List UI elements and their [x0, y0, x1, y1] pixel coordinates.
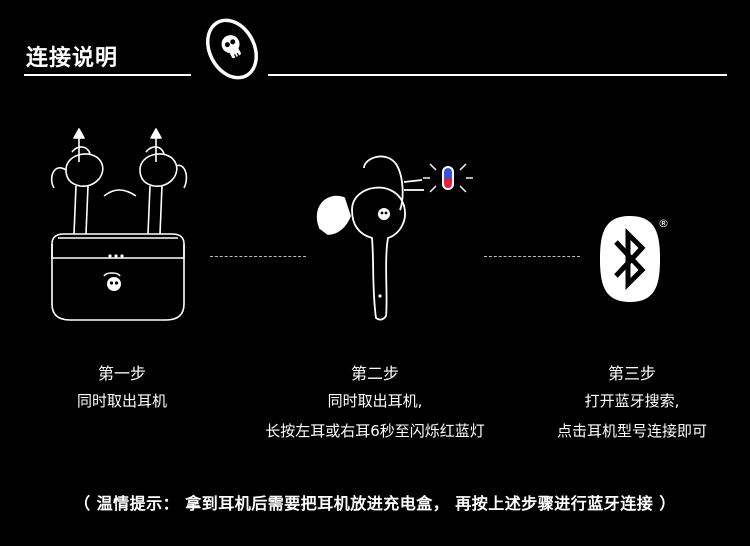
step-1-title: 第一步	[97, 364, 146, 383]
header-divider-right	[268, 74, 727, 76]
tip-text: （ 温情提示： 拿到耳机后需要把耳机放进充电盒， 再按上述步骤进行蓝牙连接 ）	[74, 494, 676, 513]
registered-mark: ®	[658, 217, 669, 230]
step-2-line-2: 长按左耳或右耳6秒至闪烁红蓝灯	[265, 422, 485, 440]
step-3-line-1: 打开蓝牙搜索,	[584, 392, 680, 410]
step-3-line-2: 点击耳机型号连接即可	[556, 422, 707, 440]
step-connector-2	[484, 256, 580, 257]
step-1-line-1: 同时取出耳机	[76, 392, 167, 410]
earbud-led-illustration	[316, 155, 473, 321]
bluetooth-icon	[600, 216, 660, 302]
header-divider-left	[24, 74, 191, 76]
step-3-title: 第三步	[607, 364, 656, 383]
step-2-line-1: 同时取出耳机,	[327, 392, 423, 410]
page-title: 连接说明	[26, 46, 119, 71]
step-2-title: 第二步	[350, 364, 399, 383]
charging-case-illustration	[50, 128, 188, 321]
step-connector-1	[210, 256, 306, 257]
skullcandy-logo-icon	[206, 18, 258, 80]
